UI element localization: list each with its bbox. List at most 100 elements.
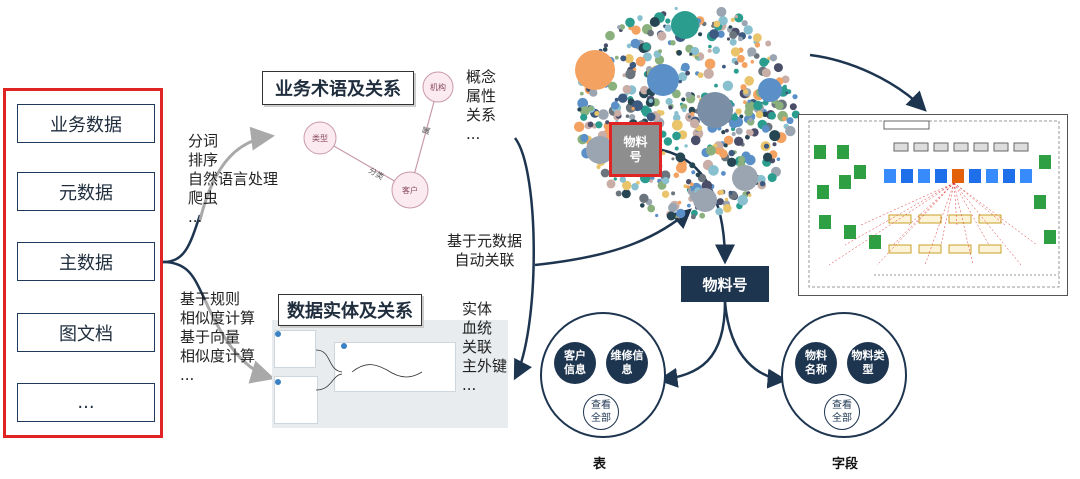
er-link [953, 182, 1022, 266]
er-entity-green [1044, 230, 1056, 244]
source-metadata[interactable]: 元数据 [17, 172, 155, 211]
bubble [668, 105, 673, 110]
source-more[interactable]: ... [17, 383, 155, 422]
er-entity-green [839, 175, 851, 189]
er-node [933, 142, 949, 152]
bubble [729, 118, 739, 129]
bubble [747, 47, 757, 57]
bubble [614, 97, 619, 102]
bubble [620, 55, 627, 62]
er-attr [888, 244, 912, 254]
bubble [698, 32, 703, 37]
er-link [953, 182, 1006, 226]
bubble [598, 109, 609, 120]
data-source-panel: 业务数据 元数据 主数据 图文档 ... [3, 88, 163, 438]
bubble [574, 121, 585, 132]
bubble-large [586, 136, 614, 164]
bubble-highlight[interactable]: 物料 号 [609, 122, 662, 177]
table-view-all[interactable]: 查看全部 [583, 394, 619, 430]
bubble [785, 125, 796, 137]
bubble [589, 88, 598, 97]
bubble-large [732, 165, 758, 191]
method-item: 排序 [188, 151, 219, 169]
er-link [828, 182, 955, 266]
bubble [637, 15, 643, 21]
node-type [303, 121, 337, 155]
material-number-box[interactable]: 物料号 [681, 266, 769, 302]
field-material-name[interactable]: 物料名称 [795, 342, 837, 384]
bubble [718, 189, 724, 195]
bubble [675, 152, 686, 163]
source-master-data[interactable]: 主数据 [17, 242, 155, 281]
table-customer-info[interactable]: 客户信息 [554, 342, 596, 384]
bubble [733, 68, 739, 74]
table-repair-info[interactable]: 维修信息 [606, 342, 648, 384]
bubble [613, 177, 617, 181]
method-item: 分词 [188, 132, 219, 150]
bubble [642, 52, 652, 62]
bubble [684, 144, 688, 148]
bubble [605, 30, 615, 41]
bubble [735, 127, 743, 135]
er-entity [1003, 169, 1015, 183]
bubble [625, 69, 636, 80]
er-entity-green [837, 145, 849, 159]
table-c1-line1: 客户 [564, 349, 586, 362]
bubble [625, 114, 630, 118]
bubble-cloud [574, 6, 800, 221]
bubble [625, 17, 635, 28]
table-c2-line2: 息 [621, 363, 633, 376]
field-material-type[interactable]: 物料类型 [847, 342, 889, 384]
terms-item: 属性 [466, 87, 497, 105]
edge-label-belongs: 属 [421, 125, 432, 135]
source-documents[interactable]: 图文档 [17, 313, 155, 352]
bubble [772, 142, 777, 147]
terms-list: 概念 属性 关系 ... [466, 68, 496, 144]
node-customer [391, 171, 429, 209]
bubble [611, 101, 620, 110]
auto-link-label: 基于元数据 自动关联 [447, 232, 522, 270]
bubble [773, 63, 783, 73]
arrow-to-field [723, 301, 788, 389]
bubble [734, 15, 738, 19]
arrow-to-er [809, 53, 927, 112]
field-view-all[interactable]: 查看全部 [824, 394, 860, 430]
method-item: 相似度计算 [180, 347, 256, 365]
entity-title: 数据实体及关系 [278, 294, 422, 326]
entity-item: 血统 [462, 319, 493, 337]
bubble [606, 179, 616, 189]
bubble [721, 171, 726, 176]
entity-card [334, 342, 456, 392]
er-link [860, 182, 955, 226]
bubble [577, 107, 582, 112]
upper-method-list: 分词 排序 自然语言处理 爬虫 ... [188, 132, 278, 227]
bubble [662, 177, 670, 185]
source-business-data[interactable]: 业务数据 [17, 104, 155, 143]
er-attr [978, 214, 1002, 224]
bubble [649, 17, 660, 27]
bubble [672, 89, 681, 99]
bubble [753, 33, 762, 43]
table-c2-line1: 维修信 [610, 349, 644, 362]
bubble [579, 91, 584, 96]
bubble [792, 94, 798, 100]
bubble [707, 48, 712, 53]
method-item: 自然语言处理 [188, 170, 279, 188]
bubble [765, 40, 772, 47]
bubble [723, 204, 732, 213]
auto-link-line2: 自动关联 [454, 251, 515, 269]
bubble [761, 68, 771, 78]
bubble [734, 136, 744, 146]
bubble [743, 89, 749, 95]
er-entity-green [1034, 195, 1046, 209]
bubble [782, 84, 787, 89]
er-entity-green [854, 165, 866, 179]
bubble [728, 149, 735, 157]
bubble [666, 211, 676, 221]
bubble [681, 97, 686, 102]
bubble [724, 197, 729, 202]
entity-canvas [272, 320, 508, 428]
bubble [681, 62, 690, 72]
er-entity [901, 169, 913, 183]
